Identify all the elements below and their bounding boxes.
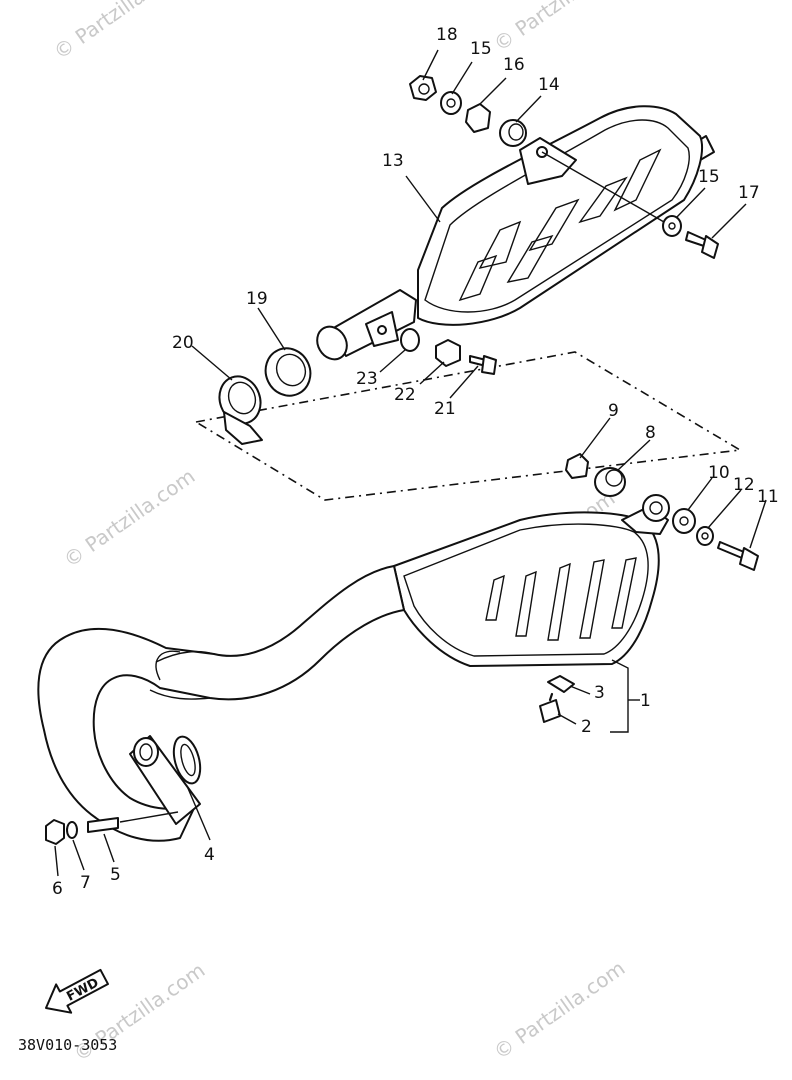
muffler-lower [37,494,670,842]
callout-7: 7 [80,873,91,893]
callout-12: 12 [733,475,755,495]
callout-22: 22 [394,385,416,405]
callout-4: 4 [204,845,215,865]
callout-19: 19 [246,289,268,309]
screw-2 [539,699,561,723]
callout-17: 17 [738,183,760,203]
nut-6 [45,819,65,845]
watermark-bottom-right: © Partzilla.com [489,956,629,1064]
callout-15-top: 15 [470,39,492,59]
callout-18: 18 [436,25,458,45]
callout-20: 20 [172,333,194,353]
callout-3: 3 [594,683,605,703]
collar-16 [465,103,491,133]
watermark-top-right: © Partzilla.com [489,0,629,56]
leader-lines [54,49,767,877]
callout-15-right: 15 [698,167,720,187]
washer-10 [672,508,696,534]
callout-1: 1 [640,691,651,711]
collar-8 [594,467,626,497]
nut-18 [409,75,437,101]
watermark-mid-left: © Partzilla.com [59,464,199,572]
gasket-4 [172,735,202,785]
silencer-upper [316,105,715,361]
assembly-boundary [193,351,743,501]
callouts: 18 15 16 14 13 15 17 19 20 23 22 21 9 8 … [52,25,779,899]
washer-15-top [440,91,462,115]
callout-13: 13 [382,151,404,171]
callout-16: 16 [503,55,525,75]
grommet-14 [499,119,527,147]
grommet-9 [565,453,589,479]
callout-10: 10 [708,463,730,483]
callout-6: 6 [52,879,63,899]
washer-7 [66,821,78,839]
gasket-19 [264,347,312,397]
callout-5: 5 [110,865,121,885]
diagram-code: 38V010-3053 [18,1036,117,1054]
collar-22 [435,339,461,367]
callout-9: 9 [608,401,619,421]
callout-11: 11 [757,487,779,507]
washer-15-right [662,215,682,237]
washer-12 [696,526,714,546]
callout-14: 14 [538,75,560,95]
bolt-11 [717,541,745,559]
stud-5 [87,817,119,833]
callout-2: 2 [581,717,592,737]
callout-23: 23 [356,369,378,389]
callout-8: 8 [645,423,656,443]
watermark-top-left: © Partzilla.com [49,0,189,64]
clip-3 [547,675,575,693]
fwd-arrow: FWD [44,968,110,1014]
callout-21: 21 [434,399,456,419]
upper-hardware [218,75,719,445]
grommet-23 [400,328,420,352]
lower-hardware [45,453,759,845]
